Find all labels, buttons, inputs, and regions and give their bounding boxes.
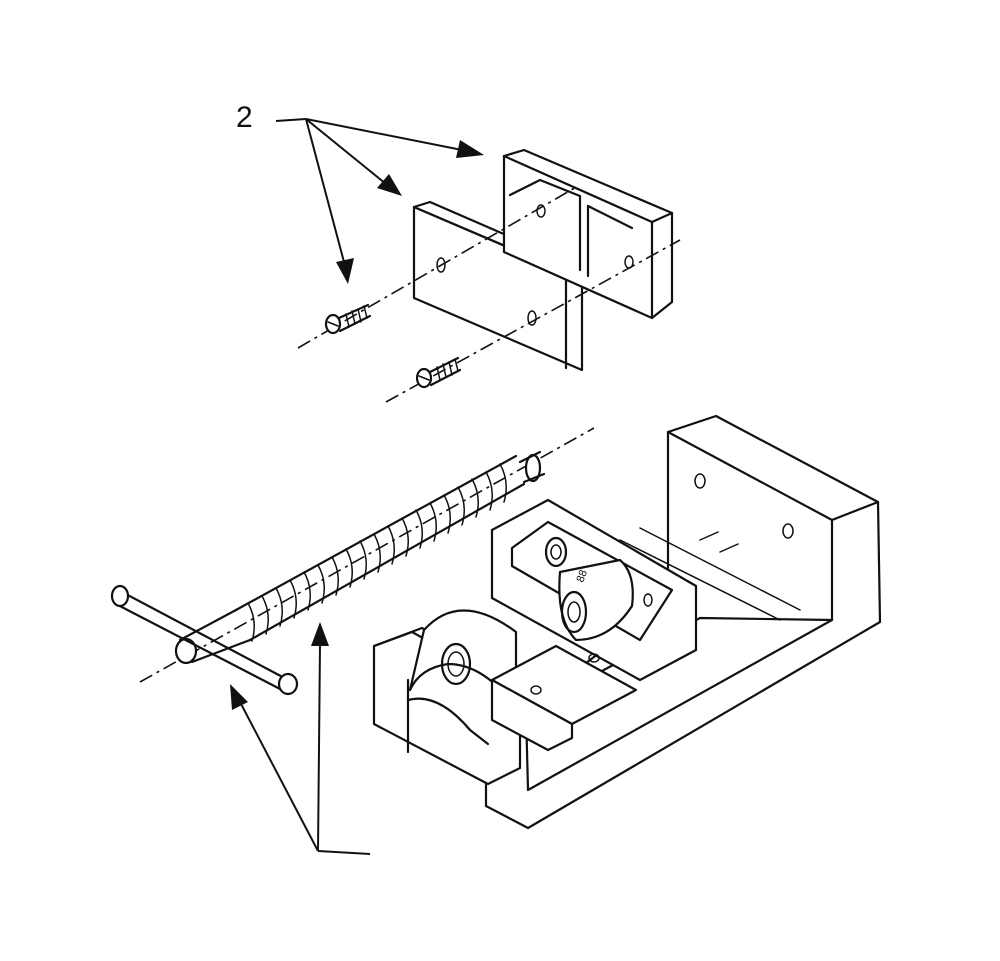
- jaw-screw-upper: [297, 185, 579, 349]
- callout-leaders-jaw-plates: [275, 118, 484, 284]
- callout-label-jaw-plates: 2: [236, 101, 253, 134]
- nut-stamp-text: 88: [575, 568, 590, 584]
- callout-leaders-screw: [230, 622, 371, 855]
- vise-body: 88: [372, 414, 882, 830]
- rear-jaw-plate: [502, 148, 674, 320]
- lead-screw-assembly: [110, 427, 595, 696]
- jaw-screw-lower: [385, 239, 681, 403]
